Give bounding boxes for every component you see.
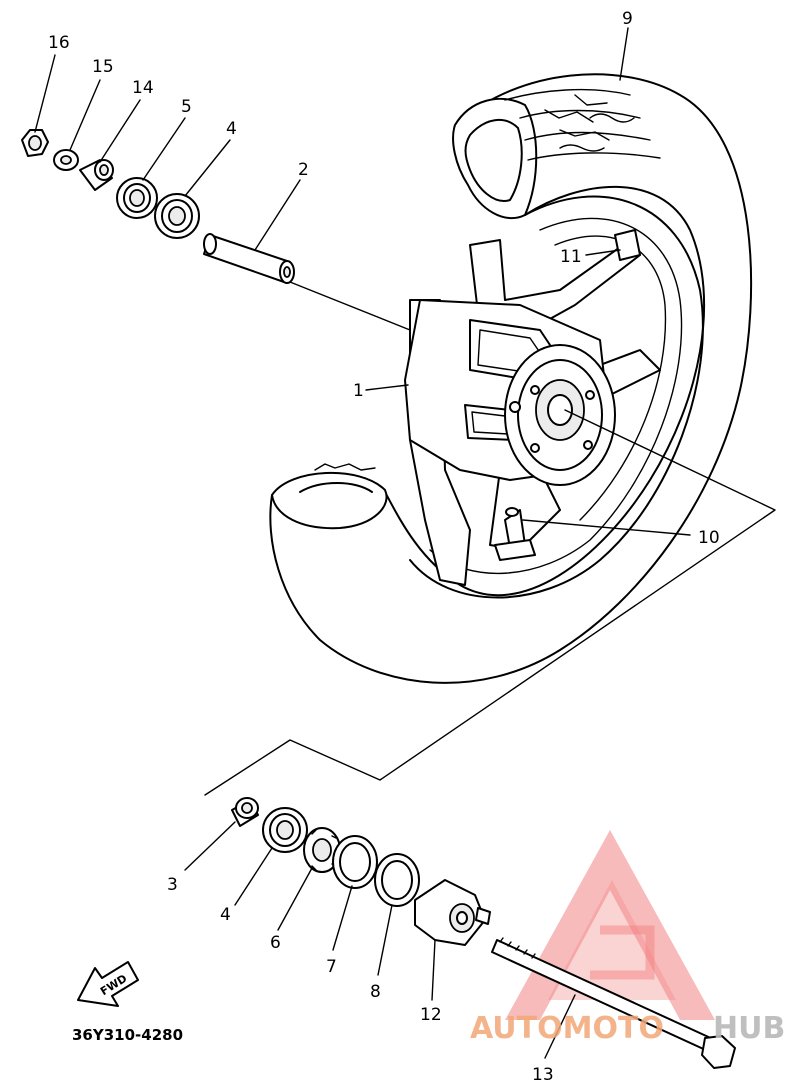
label-16: 16 <box>48 33 70 53</box>
fwd-arrow: FWD <box>77 961 139 1007</box>
label-10: 10 <box>698 528 720 548</box>
lower-parts <box>231 797 736 1069</box>
watermark-text-a: AUTOMOTO <box>470 1011 664 1046</box>
label-1: 1 <box>353 381 364 401</box>
part-code: 36Y310-4280 <box>72 1026 183 1044</box>
label-13: 13 <box>532 1065 554 1085</box>
label-4-lower: 4 <box>220 905 231 925</box>
label-6: 6 <box>270 933 281 953</box>
label-11: 11 <box>560 247 582 267</box>
label-14: 14 <box>132 78 154 98</box>
label-12: 12 <box>420 1005 442 1025</box>
upper-parts <box>21 129 295 284</box>
watermark-text-b: HUB <box>713 1011 785 1046</box>
tire <box>269 73 753 684</box>
leader-lines <box>34 27 776 1059</box>
part-labels: 16 15 14 5 4 2 1 9 11 10 3 4 6 7 8 12 13 <box>48 9 720 1085</box>
label-9: 9 <box>622 9 633 29</box>
label-2: 2 <box>298 160 309 180</box>
label-7: 7 <box>326 957 337 977</box>
wheel-hub <box>404 229 661 586</box>
label-8: 8 <box>370 982 381 1002</box>
label-3: 3 <box>167 875 178 895</box>
label-4-upper: 4 <box>226 119 237 139</box>
label-5: 5 <box>181 97 192 117</box>
label-15: 15 <box>92 57 114 77</box>
